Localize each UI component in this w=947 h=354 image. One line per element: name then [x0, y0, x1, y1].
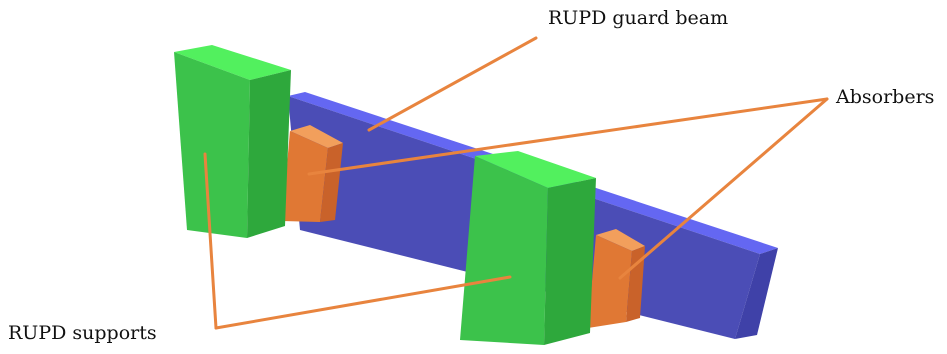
supports-label: RUPD supports [8, 322, 157, 344]
absorber-left-side [320, 143, 343, 222]
absorber-left-front [282, 131, 328, 222]
absorbers-label: Absorbers [836, 86, 935, 108]
absorber-right-top [596, 229, 645, 251]
support-left-side [247, 70, 291, 238]
support-right-side [544, 178, 596, 345]
supports-leader-line-right [214, 275, 512, 330]
absorbers-leader-line-left [307, 97, 829, 176]
leader-lines [203, 36, 829, 330]
support-left-front [174, 52, 250, 238]
guard-beam-label: RUPD guard beam [548, 7, 729, 29]
support-left-top [174, 45, 291, 80]
support-left [174, 45, 291, 238]
guard-beam-leader-line [367, 36, 538, 132]
absorber-right-side [626, 246, 645, 322]
absorber-left-top [290, 125, 343, 148]
support-right [460, 151, 596, 345]
support-right-top [475, 151, 596, 188]
guard-beam-end-face [735, 248, 778, 339]
absorbers-leader-line-right [618, 97, 829, 280]
absorber-right [588, 229, 645, 328]
supports-leader-line-left [203, 152, 218, 330]
absorber-left [282, 125, 343, 222]
support-right-front [460, 156, 548, 345]
absorber-right-front [588, 235, 632, 328]
